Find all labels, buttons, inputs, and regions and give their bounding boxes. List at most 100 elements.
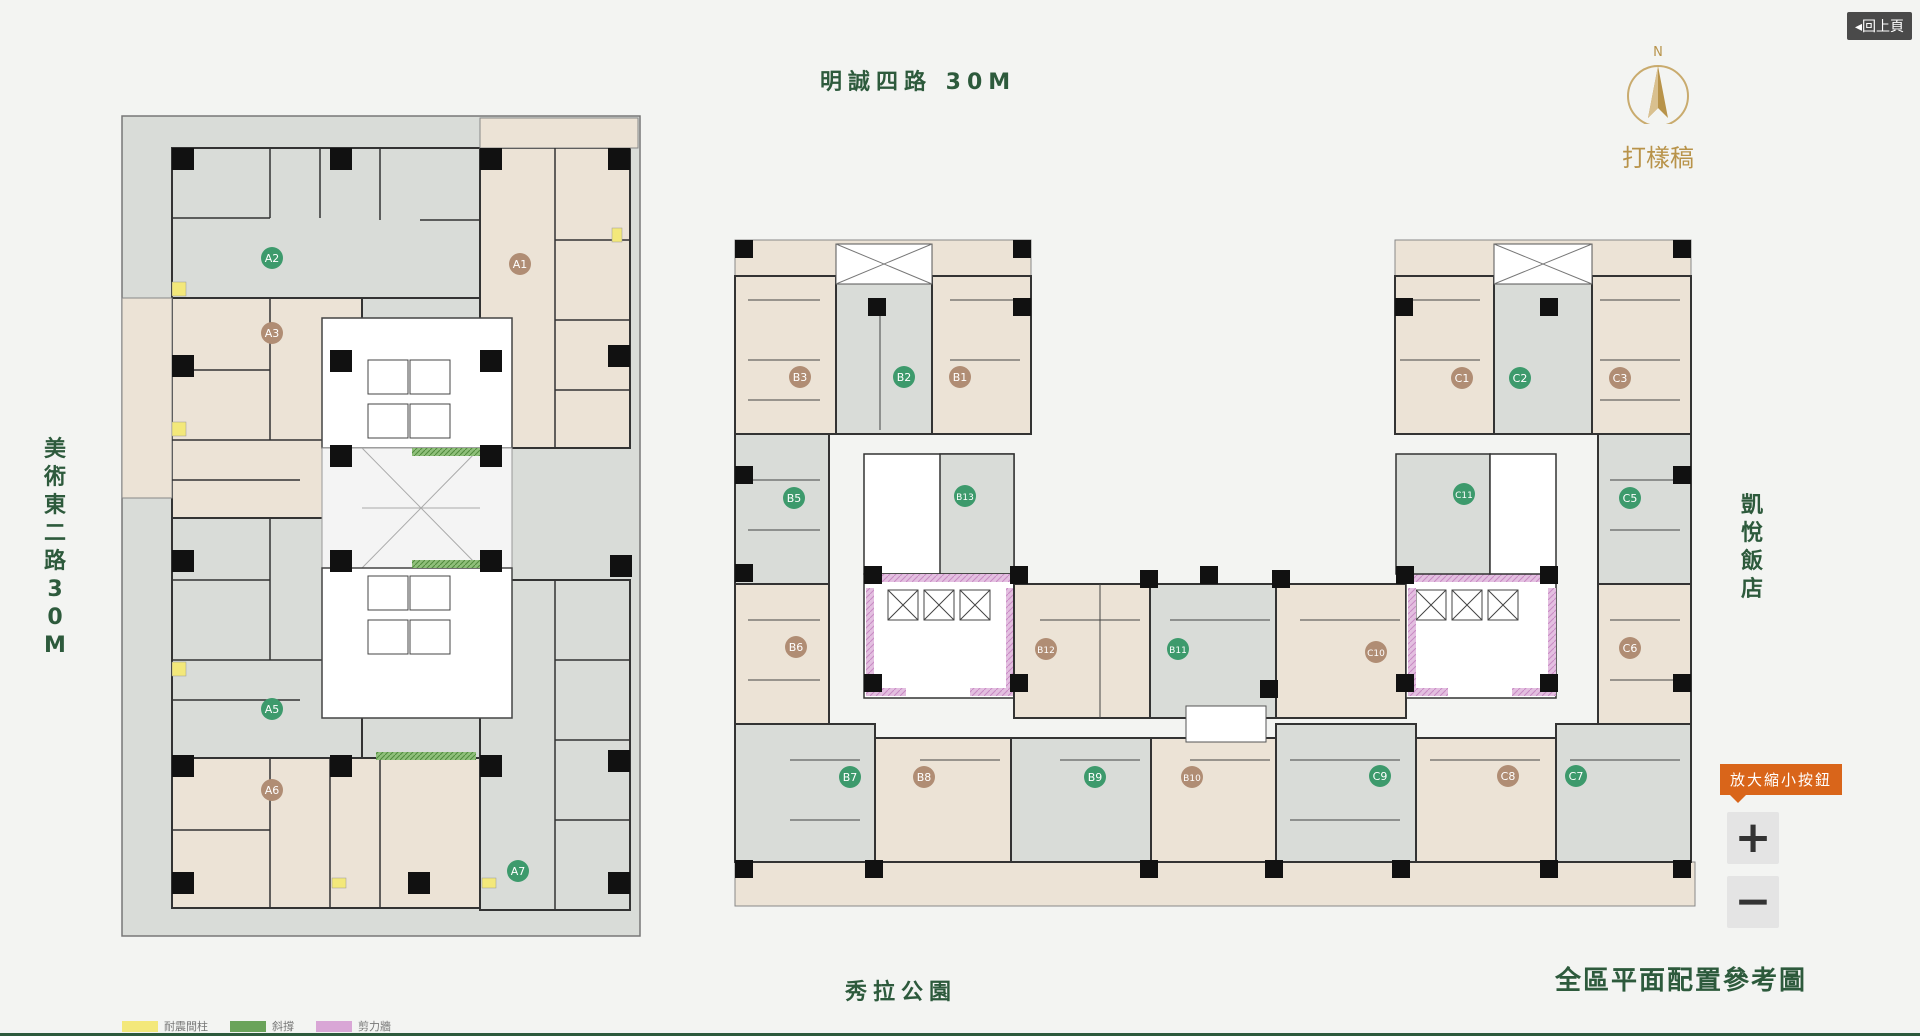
unit-badge-circle (1619, 637, 1641, 659)
unit-badge-b13: B13 (954, 485, 976, 507)
unit-badge-label: C7 (1569, 770, 1584, 783)
building-bc-columns (735, 240, 1691, 878)
compass-north-label: N (1653, 45, 1663, 60)
unit-badge-circle (1619, 487, 1641, 509)
unit-badge-c1: C1 (1451, 367, 1473, 389)
unit-badge-c7: C7 (1565, 765, 1587, 787)
unit-badge-b2: B2 (893, 366, 915, 388)
legend: 耐震間柱 斜撐 剪力牆 (122, 1018, 391, 1034)
unit-badge-circle (1497, 765, 1519, 787)
unit-badge-circle (785, 636, 807, 658)
unit-badge-c8: C8 (1497, 765, 1519, 787)
unit-badge-circle (839, 766, 861, 788)
unit-badge-label: B12 (1037, 646, 1055, 656)
unit-badge-circle (783, 487, 805, 509)
unit-badge-label: B8 (917, 771, 932, 784)
unit-badge-b9: B9 (1084, 766, 1106, 788)
unit-badge-circle (1167, 638, 1189, 660)
unit-badge-label: A5 (265, 703, 280, 716)
unit-badge-b5: B5 (783, 487, 805, 509)
unit-badge-a6: A6 (261, 779, 283, 801)
unit-badge-circle (949, 366, 971, 388)
unit-badge-circle (507, 860, 529, 882)
road-label-south: 秀拉公園 (845, 980, 958, 1005)
unit-badge-circle (1365, 641, 1387, 663)
draft-label: 打樣稿 (1622, 144, 1694, 172)
unit-badge-label: C1 (1455, 372, 1470, 385)
unit-badge-label: B9 (1088, 771, 1103, 784)
unit-badge-label: C3 (1613, 372, 1628, 385)
unit-badge-label: A1 (513, 258, 528, 271)
unit-badge-b1: B1 (949, 366, 971, 388)
legend-label: 耐震間柱 (164, 1020, 208, 1033)
legend-label: 斜撐 (272, 1020, 294, 1033)
unit-badge-label: C2 (1513, 372, 1528, 385)
unit-badge-c2: C2 (1509, 367, 1531, 389)
unit-badge-b10: B10 (1181, 766, 1203, 788)
unit-badge-label: B13 (956, 493, 974, 503)
unit-badge-circle (1035, 638, 1057, 660)
zoom-hint-label: 放大縮小按鈕 (1720, 764, 1843, 803)
unit-badge-label: B7 (843, 771, 858, 784)
unit-badge-label: A2 (265, 252, 280, 265)
unit-badge-b7: B7 (839, 766, 861, 788)
unit-badge-label: B10 (1183, 774, 1201, 784)
unit-badge-a3: A3 (261, 322, 283, 344)
unit-badge-label: A7 (511, 865, 526, 878)
unit-badge-circle (1451, 367, 1473, 389)
unit-badge-c10: C10 (1365, 641, 1387, 663)
unit-badge-c11: C11 (1453, 483, 1475, 505)
unit-badge-label: A3 (265, 327, 280, 340)
unit-badge-circle (1453, 483, 1475, 505)
unit-badge-circle (261, 779, 283, 801)
road-label-north: 明誠四路 30M (820, 70, 1017, 95)
legend-swatch (316, 1020, 352, 1032)
unit-badge-circle (261, 698, 283, 720)
legend-swatch (230, 1020, 266, 1032)
unit-badge-a5: A5 (261, 698, 283, 720)
unit-badge-c6: C6 (1619, 637, 1641, 659)
unit-badge-circle (509, 253, 531, 275)
unit-badge-a2: A2 (261, 247, 283, 269)
unit-badge-a1: A1 (509, 253, 531, 275)
unit-badge-circle (913, 766, 935, 788)
unit-badge-b8: B8 (913, 766, 935, 788)
unit-badge-circle (1369, 765, 1391, 787)
unit-badge-circle (1509, 367, 1531, 389)
zoom-out-button[interactable]: − (1727, 876, 1779, 928)
road-label-west: 美術東二路 30 M (43, 437, 66, 658)
unit-badge-circle (1084, 766, 1106, 788)
unit-badge-circle (893, 366, 915, 388)
unit-badge-b6: B6 (785, 636, 807, 658)
unit-badge-label: B1 (953, 371, 968, 384)
unit-badge-circle (789, 366, 811, 388)
unit-badge-b11: B11 (1167, 638, 1189, 660)
unit-badge-c9: C9 (1369, 765, 1391, 787)
unit-badge-label: C9 (1373, 770, 1388, 783)
unit-badge-label: B3 (793, 371, 808, 384)
footer-rule (0, 1033, 1920, 1036)
zoom-in-button[interactable]: + (1727, 812, 1779, 864)
legend-item-seismic-column: 耐震間柱 (122, 1018, 208, 1034)
legend-item-shear-wall: 剪力牆 (316, 1018, 391, 1034)
unit-badge-circle (1609, 367, 1631, 389)
unit-badge-label: B5 (787, 492, 802, 505)
unit-badge-b12: B12 (1035, 638, 1057, 660)
unit-badge-label: C11 (1455, 491, 1473, 501)
building-c (1275, 239, 1692, 863)
legend-item-brace: 斜撐 (230, 1018, 294, 1034)
unit-badge-label: C6 (1623, 642, 1638, 655)
unit-badge-label: B11 (1169, 646, 1187, 656)
back-button[interactable]: ◂回上頁 (1846, 12, 1912, 40)
legend-swatch (122, 1020, 158, 1032)
unit-badge-circle (261, 247, 283, 269)
unit-badge-circle (954, 485, 976, 507)
unit-badge-circle (1565, 765, 1587, 787)
unit-badge-c3: C3 (1609, 367, 1631, 389)
unit-badge-circle (1181, 766, 1203, 788)
plan-title: 全區平面配置參考圖 (1555, 966, 1808, 996)
legend-label: 剪力牆 (358, 1020, 391, 1033)
unit-badge-circle (261, 322, 283, 344)
building-a (121, 115, 641, 937)
